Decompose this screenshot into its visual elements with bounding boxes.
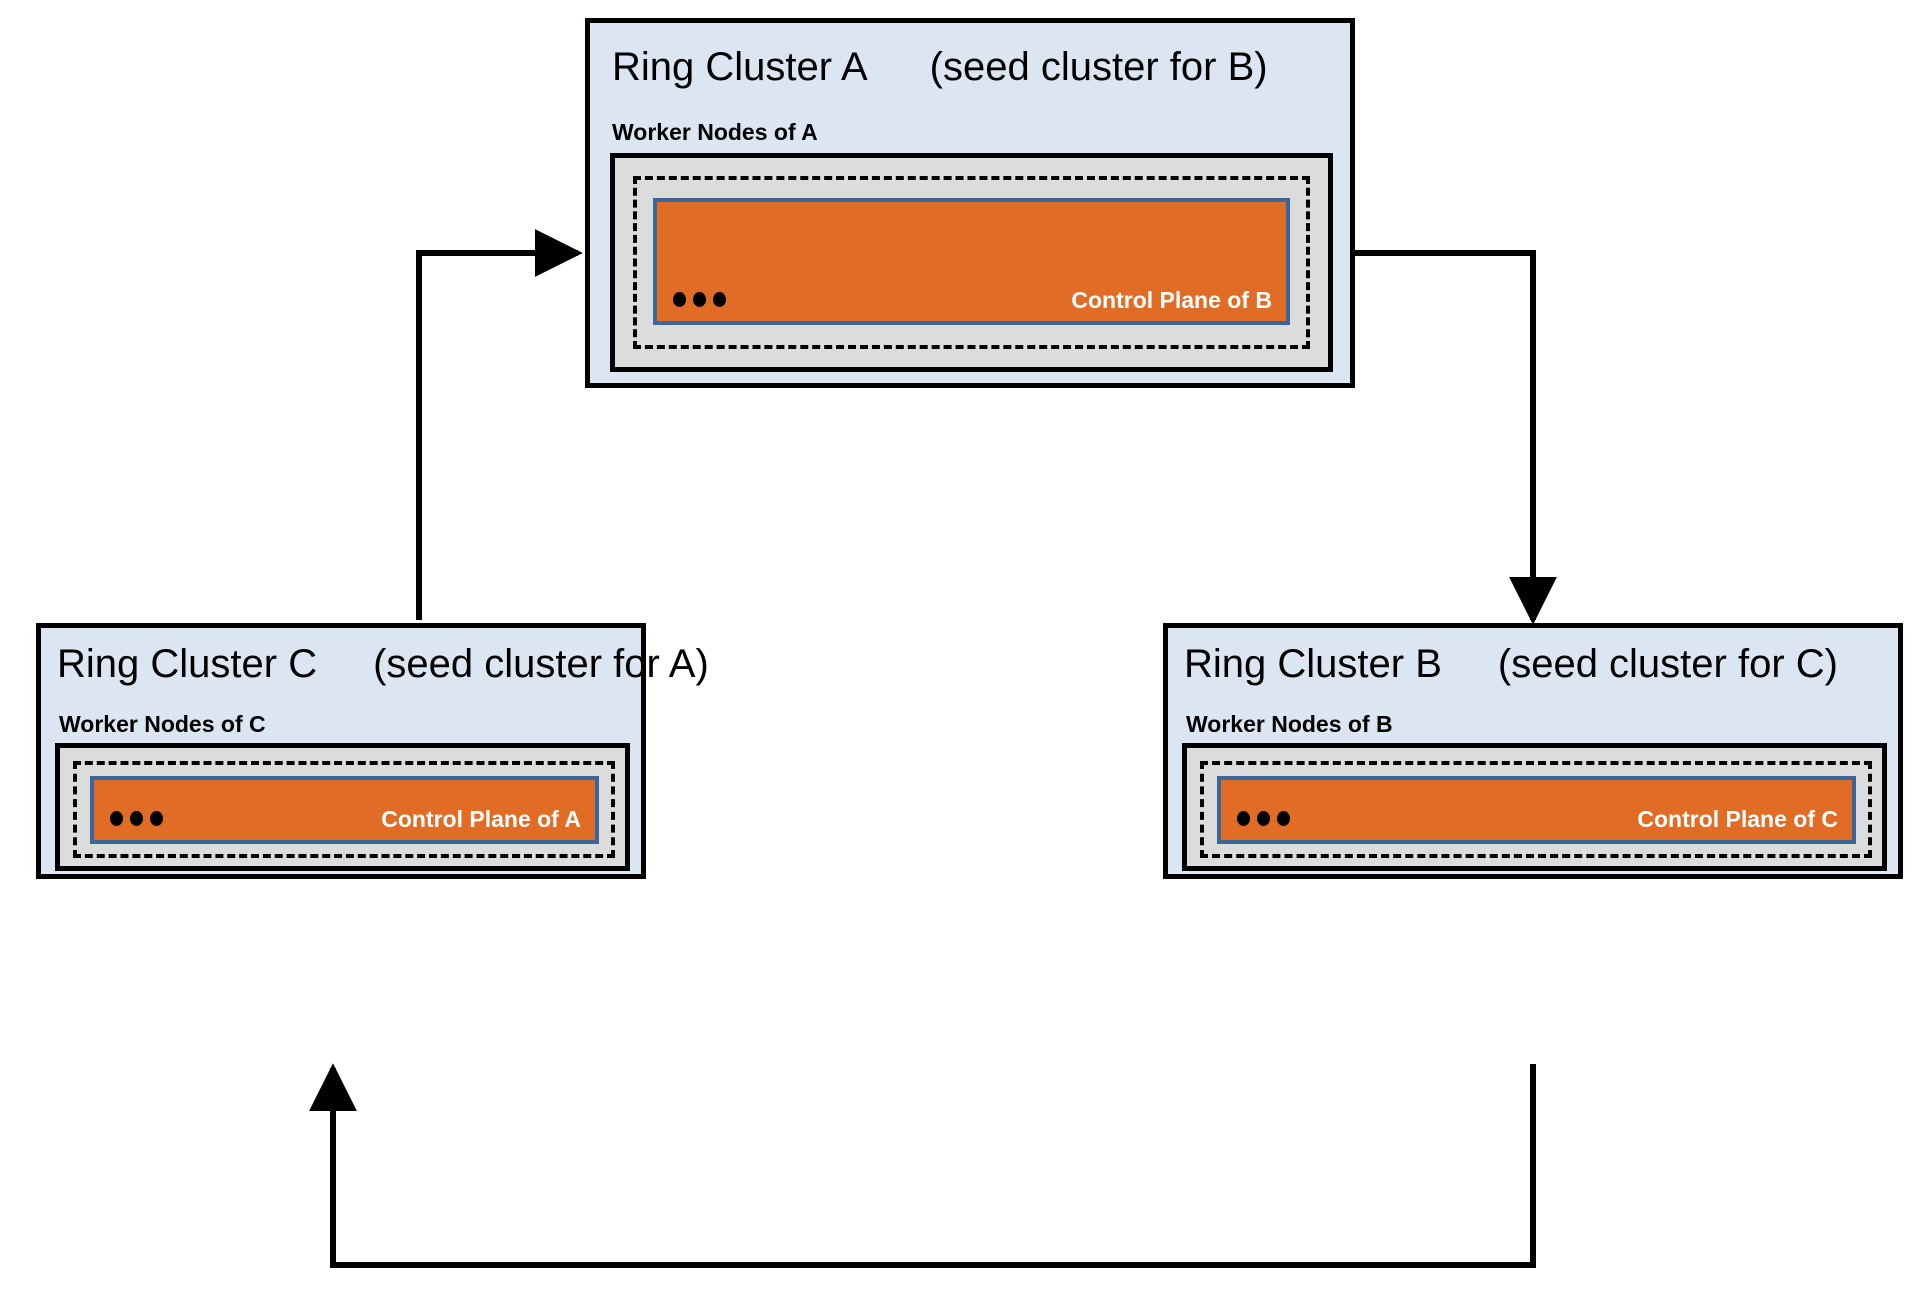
cluster-b[interactable]: Ring Cluster B (seed cluster for C) Work…	[1163, 623, 1903, 879]
worker-nodes-ellipsis-icon	[1237, 811, 1290, 826]
cluster-a-seed-note: (seed cluster for B)	[929, 45, 1268, 89]
arrow-c-to-a	[416, 229, 583, 620]
cluster-a-control-plane-label: Control Plane of B	[1071, 287, 1272, 313]
cluster-a-node-boundary	[633, 176, 1310, 349]
cluster-a-worker-label: Worker Nodes of A	[612, 119, 818, 145]
cluster-b-name: Ring Cluster B	[1184, 642, 1442, 686]
arrow-a-to-b	[1355, 250, 1557, 625]
arrow-b-to-c	[309, 1063, 1536, 1268]
cluster-b-title: Ring Cluster B (seed cluster for C)	[1184, 642, 1838, 686]
cluster-a-control-plane[interactable]: Control Plane of B	[653, 198, 1290, 325]
cluster-c-worker-box[interactable]: Control Plane of A	[55, 743, 630, 871]
cluster-c-control-plane-label: Control Plane of A	[381, 806, 581, 832]
cluster-c-control-plane[interactable]: Control Plane of A	[90, 776, 599, 844]
cluster-b-worker-box[interactable]: Control Plane of C	[1182, 743, 1887, 871]
cluster-a-name: Ring Cluster A	[612, 45, 868, 89]
cluster-a-worker-box[interactable]: Control Plane of B	[610, 153, 1333, 372]
cluster-c-title: Ring Cluster C (seed cluster for A)	[57, 642, 709, 686]
cluster-b-control-plane[interactable]: Control Plane of C	[1217, 776, 1856, 844]
cluster-b-node-boundary	[1200, 761, 1872, 858]
cluster-c-name: Ring Cluster C	[57, 642, 318, 686]
cluster-b-worker-label: Worker Nodes of B	[1186, 711, 1393, 737]
cluster-c[interactable]: Ring Cluster C (seed cluster for A) Work…	[36, 623, 709, 879]
cluster-a[interactable]: Ring Cluster A (seed cluster for B) Work…	[585, 18, 1355, 388]
cluster-c-node-boundary	[73, 761, 615, 858]
cluster-c-seed-note: (seed cluster for A)	[373, 642, 709, 686]
worker-nodes-ellipsis-icon	[673, 292, 726, 307]
worker-nodes-ellipsis-icon	[110, 811, 163, 826]
cluster-b-seed-note: (seed cluster for C)	[1497, 642, 1838, 686]
cluster-c-worker-label: Worker Nodes of C	[59, 711, 266, 737]
cluster-a-title: Ring Cluster A (seed cluster for B)	[612, 45, 1268, 89]
cluster-b-control-plane-label: Control Plane of C	[1637, 806, 1838, 832]
